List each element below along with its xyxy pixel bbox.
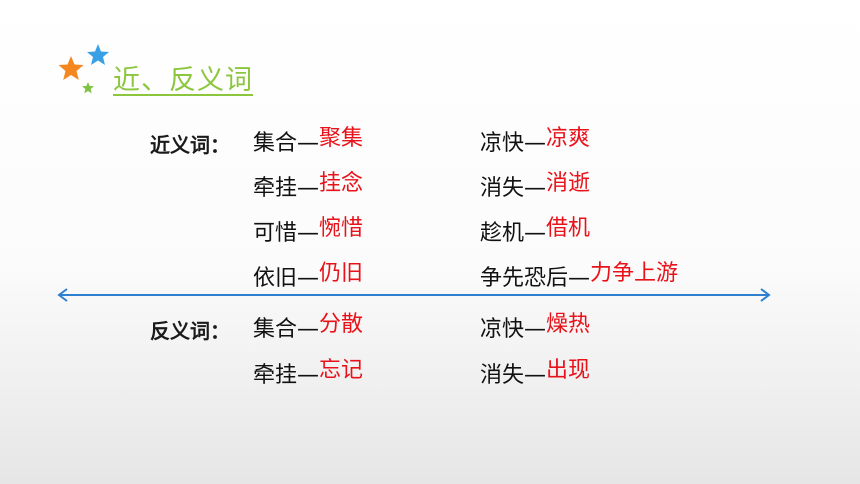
dash: —: [524, 221, 547, 246]
word: 争先恐后: [480, 266, 569, 291]
synonym-right-4: 争先恐后—力争上游: [480, 261, 678, 293]
dash: —: [297, 131, 320, 156]
word: 凉快: [480, 131, 525, 156]
antonym-left-2: 牵挂—忘记: [253, 358, 363, 390]
word: 集合: [253, 131, 298, 156]
synonym-right-1: 凉快—凉爽: [480, 126, 590, 158]
answer: 借机: [546, 216, 591, 241]
answer: 消逝: [546, 171, 591, 196]
answer: 忘记: [319, 358, 364, 383]
orange-star-icon: [58, 56, 84, 80]
synonym-left-4: 依旧—仍旧: [253, 261, 363, 293]
synonym-left-1: 集合—聚集: [253, 126, 363, 158]
word: 可惜: [253, 221, 298, 246]
dash: —: [568, 266, 591, 291]
blue-star-icon: [87, 44, 109, 65]
synonyms-label: 近义词：: [150, 133, 230, 157]
word: 凉快: [480, 317, 525, 342]
answer: 力争上游: [590, 261, 679, 286]
dash: —: [297, 221, 320, 246]
stars-decoration-icon: [58, 44, 109, 94]
answer: 聚集: [319, 126, 364, 151]
word: 牵挂: [253, 363, 298, 388]
page-title: 近、反义词: [113, 65, 253, 96]
answer: 仍旧: [319, 261, 364, 286]
word: 趁机: [480, 221, 525, 246]
antonyms-label: 反义词：: [150, 319, 230, 343]
dash: —: [297, 317, 320, 342]
antonym-left-1: 集合—分散: [253, 312, 363, 344]
dash: —: [524, 131, 547, 156]
dash: —: [524, 363, 547, 388]
word: 集合: [253, 317, 298, 342]
word: 消失: [480, 363, 525, 388]
double-arrow-divider: [57, 288, 771, 302]
dash: —: [297, 266, 320, 291]
dash: —: [524, 176, 547, 201]
synonym-left-2: 牵挂—挂念: [253, 171, 363, 203]
word: 依旧: [253, 266, 298, 291]
answer: 挂念: [319, 171, 364, 196]
word: 消失: [480, 176, 525, 201]
synonym-left-3: 可惜—惋惜: [253, 216, 363, 248]
dash: —: [524, 317, 547, 342]
dash: —: [297, 176, 320, 201]
green-star-icon: [82, 82, 94, 94]
dash: —: [297, 363, 320, 388]
antonym-right-2: 消失—出现: [480, 358, 590, 390]
synonym-right-2: 消失—消逝: [480, 171, 590, 203]
answer: 分散: [319, 312, 364, 337]
answer: 燥热: [546, 312, 591, 337]
antonym-right-1: 凉快—燥热: [480, 312, 590, 344]
word: 牵挂: [253, 176, 298, 201]
synonym-right-3: 趁机—借机: [480, 216, 590, 248]
answer: 惋惜: [319, 216, 364, 241]
answer: 凉爽: [546, 126, 591, 151]
answer: 出现: [546, 358, 591, 383]
